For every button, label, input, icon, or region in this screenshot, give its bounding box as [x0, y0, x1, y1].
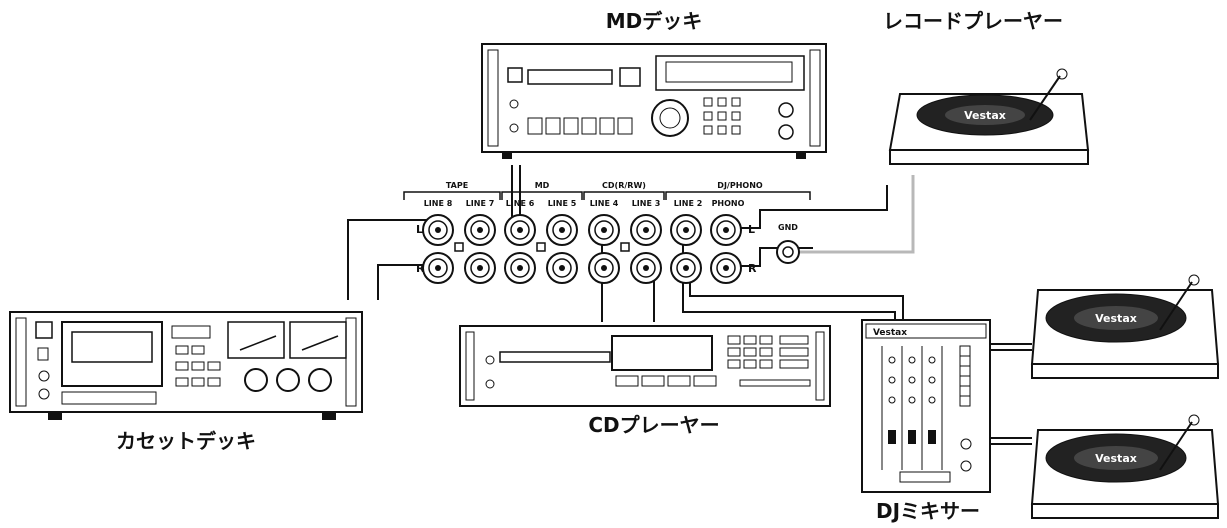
record-player-label: レコードプレーヤー [883, 9, 1063, 33]
group-md: MD [535, 181, 550, 190]
dj-mixer: Vestax [861, 319, 991, 493]
turntable-3: Vestax [1030, 414, 1220, 519]
cable-phono-l [739, 185, 888, 229]
rca-jack-line5-l [546, 214, 578, 246]
rca-jack-line3-l [630, 214, 662, 246]
phono-left-marker: L [748, 223, 755, 236]
group-cd: CD(R/RW) [602, 181, 646, 190]
gnd-terminal [776, 240, 800, 264]
rear-panel: TAPE MD CD(R/RW) DJ/PHONO LINE 8 LINE 7 … [403, 181, 811, 284]
dj-mixer-brand: Vestax [873, 328, 907, 338]
phono-right-marker: R [748, 262, 757, 275]
jack-label-line4: LINE 4 [590, 199, 619, 208]
group-dj: DJ/PHONO [717, 181, 763, 190]
cassette-deck-label: カセットデッキ [116, 429, 256, 453]
rca-jack-line4-r [588, 252, 620, 284]
rca-jack-line7-l [464, 214, 496, 246]
jack-label-line8: LINE 8 [424, 199, 453, 208]
rca-jack-phono-r [710, 252, 742, 284]
rca-jack-line7-r [464, 252, 496, 284]
left-marker: L [416, 223, 423, 236]
rca-jack-line6-l [504, 214, 536, 246]
md-deck-label: MDデッキ [606, 9, 703, 33]
rca-jack-line8-l [422, 214, 454, 246]
rca-jack-line2-r [670, 252, 702, 284]
cable-cassette-l [347, 219, 428, 300]
jack-label-line5: LINE 5 [548, 199, 577, 208]
cassette-deck [9, 311, 363, 420]
cable-gnd [790, 175, 915, 254]
cable-cassette-r [377, 264, 428, 300]
jack-label-line2: LINE 2 [674, 199, 703, 208]
rca-jack-line4-l [588, 214, 620, 246]
jack-label-line3: LINE 3 [632, 199, 661, 208]
md-deck [481, 43, 827, 159]
rca-jack-line8-r [422, 252, 454, 284]
turntable-2: Vestax [1030, 274, 1220, 379]
rca-jack-line6-r [504, 252, 536, 284]
dj-mixer-label: DJミキサー [876, 499, 980, 523]
right-marker: R [416, 262, 425, 275]
rca-jack-line5-r [546, 252, 578, 284]
turntable-2-brand: Vestax [1095, 312, 1137, 325]
rca-jack-phono-l [710, 214, 742, 246]
jack-label-phono: PHONO [712, 199, 745, 208]
rca-jack-line2-l [670, 214, 702, 246]
gnd-label: GND [778, 223, 798, 232]
turntable-3-brand: Vestax [1095, 452, 1137, 465]
jack-label-line7: LINE 7 [466, 199, 495, 208]
group-tape: TAPE [446, 181, 468, 190]
cd-player-label: CDプレーヤー [588, 413, 719, 437]
jack-label-line6: LINE 6 [506, 199, 535, 208]
cd-player [459, 325, 831, 407]
rca-jack-line3-r [630, 252, 662, 284]
record-player-brand: Vestax [964, 109, 1006, 122]
record-player: Vestax [888, 68, 1090, 165]
